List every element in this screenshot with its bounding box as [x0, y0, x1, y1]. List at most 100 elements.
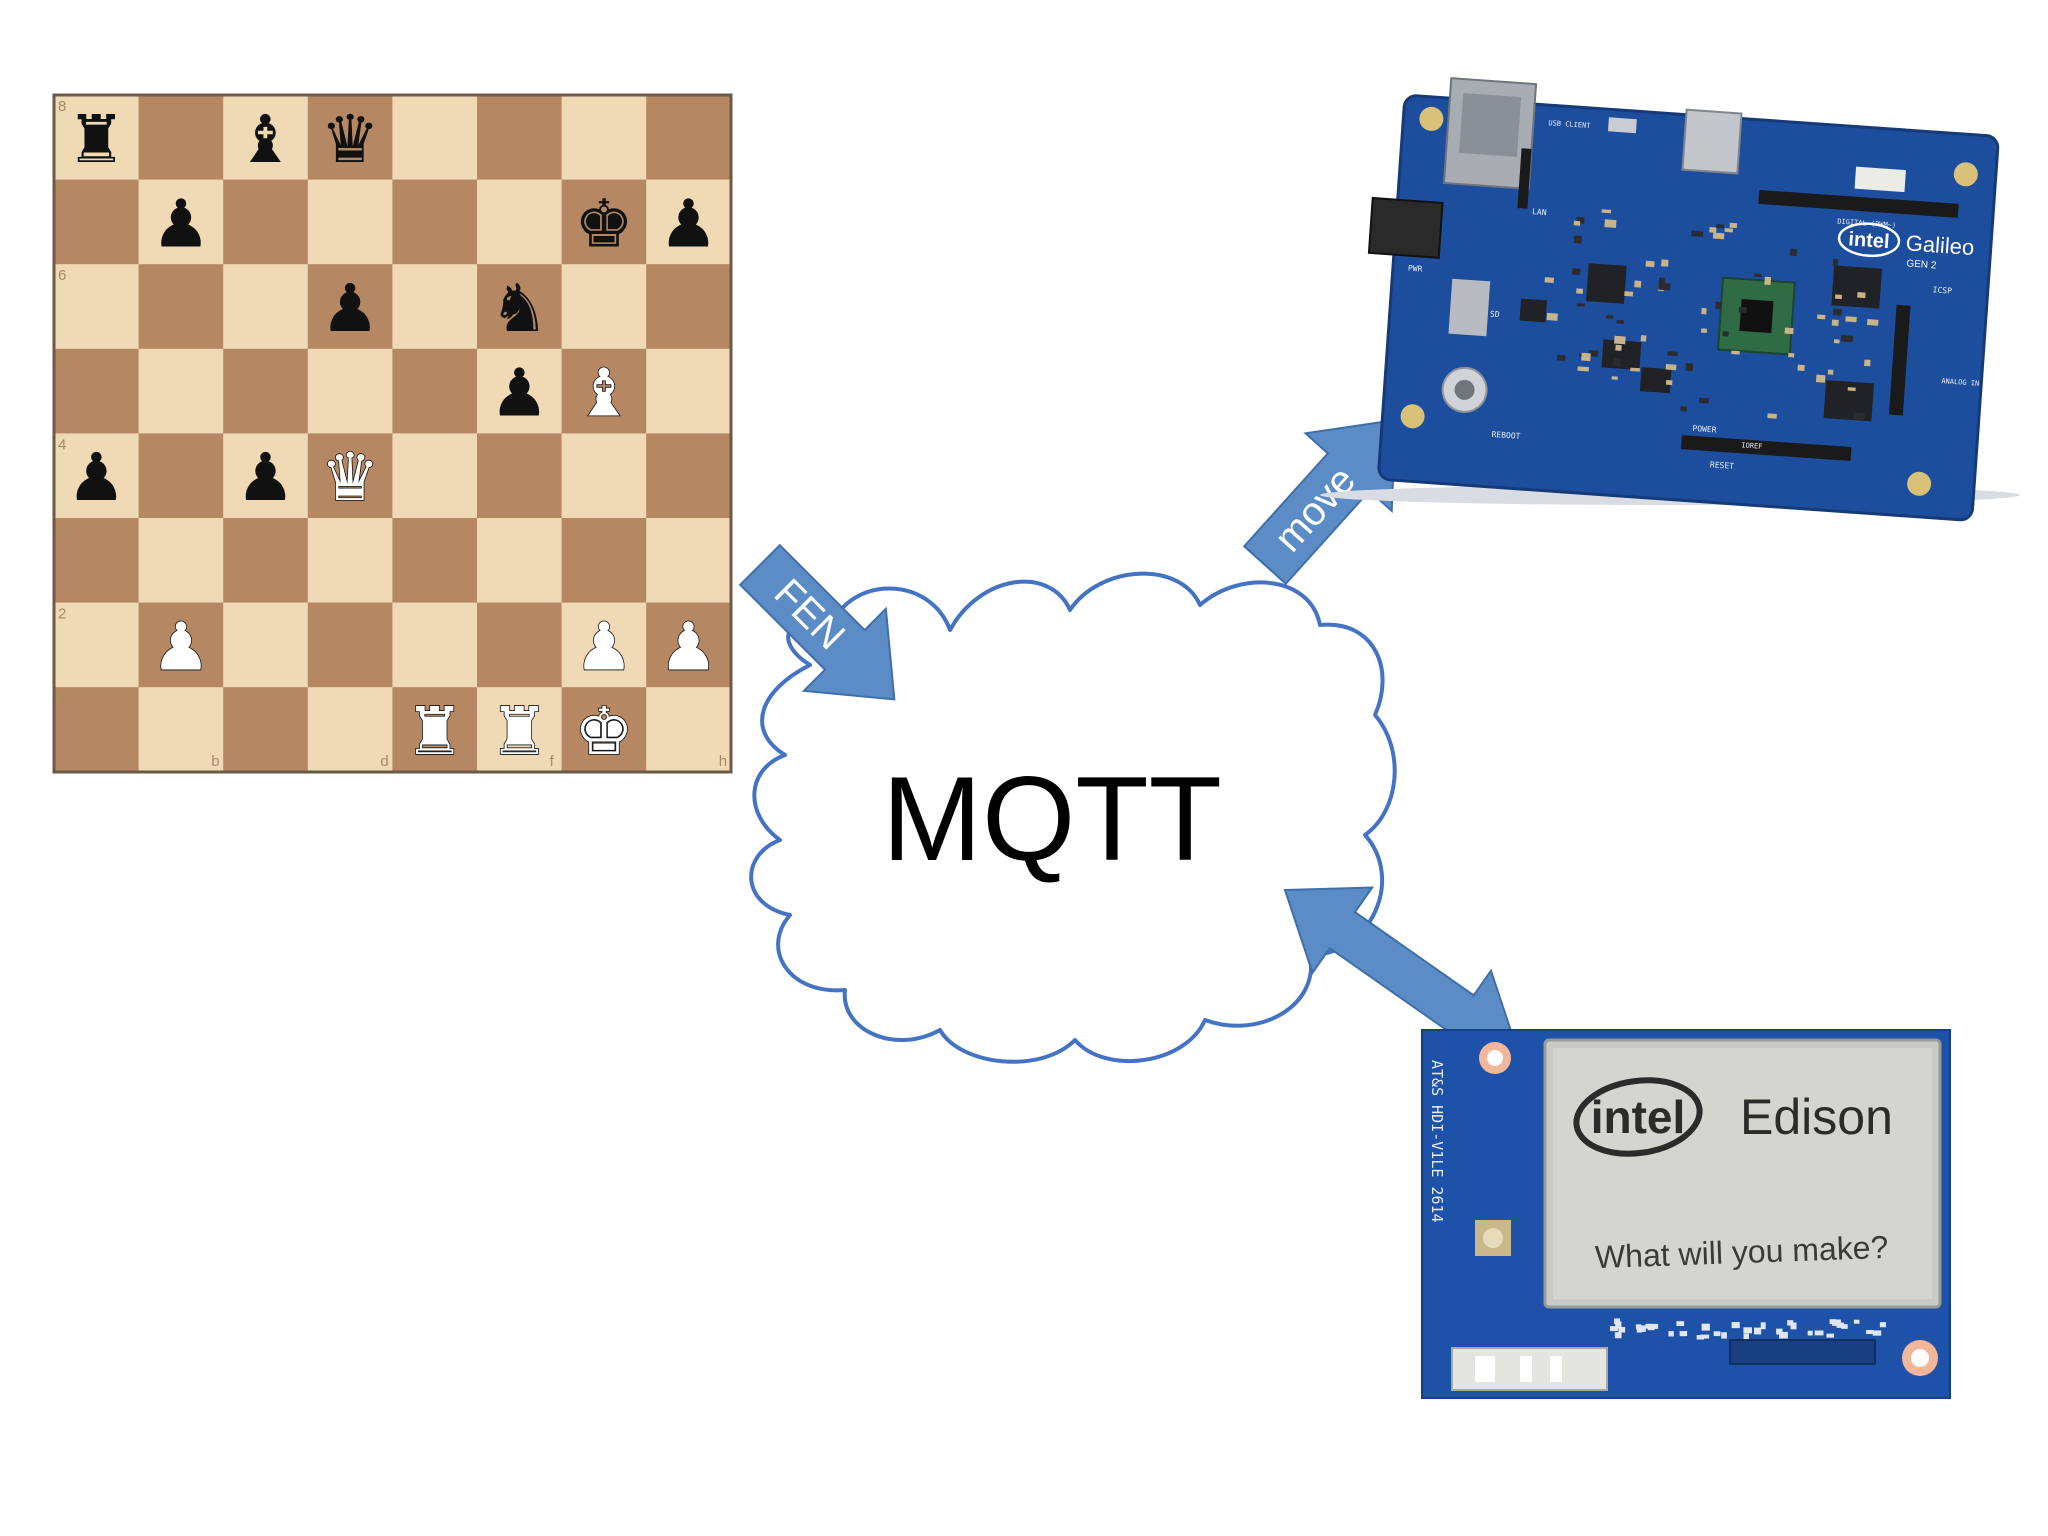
- smd-component: [1754, 273, 1762, 278]
- smd-component: [1767, 413, 1777, 419]
- square-f2: [477, 602, 563, 688]
- square-e2: [392, 602, 478, 688]
- smd-component: [1743, 1327, 1752, 1334]
- square-e5: [392, 348, 478, 434]
- smd-component: [1832, 258, 1839, 267]
- silk-analog: ANALOG IN: [1941, 377, 1979, 388]
- smd-component: [1645, 260, 1655, 268]
- smd-component: [1556, 354, 1566, 361]
- square-b3: [138, 518, 224, 604]
- micro-usb-port: [1607, 117, 1637, 134]
- white-queen-d4: ♛: [321, 439, 380, 516]
- smd-component: [1879, 1322, 1887, 1328]
- smd-component: [1833, 308, 1842, 316]
- square-f4: [477, 433, 563, 519]
- square-g4: [561, 433, 647, 519]
- smd-component: [1853, 412, 1865, 420]
- rank-label-1: 1: [58, 690, 66, 707]
- galileo-intel-logo: intel: [1848, 228, 1891, 253]
- header-digital: [1758, 189, 1959, 218]
- smd-component: [1845, 316, 1857, 323]
- square-c1: [223, 687, 309, 773]
- galileo-intel-logo-swoosh: [1837, 222, 1901, 258]
- edison-module-image: AT&S HDI-V1LE 2614 intel Edison What wil…: [1421, 1029, 1951, 1399]
- smd-component: [1572, 268, 1581, 276]
- square-e7: [392, 179, 478, 265]
- smd-component: [1731, 1322, 1740, 1329]
- white-pawn-g2: ♟: [574, 608, 633, 685]
- smd-component: [1847, 387, 1856, 392]
- file-label-f: f: [550, 753, 555, 770]
- black-bishop-c8: ♝: [236, 101, 295, 178]
- smd-component: [1701, 1323, 1710, 1331]
- square-h1: [646, 687, 732, 773]
- smd-component: [1797, 364, 1805, 372]
- smd-component: [1841, 1324, 1848, 1329]
- smd-component: [1760, 1322, 1766, 1330]
- silk-icsp: ICSP: [1932, 285, 1952, 295]
- square-f5: [477, 348, 563, 434]
- smd-component: [1754, 1327, 1762, 1335]
- smd-component: [1665, 379, 1673, 386]
- smd-component: [1624, 291, 1634, 297]
- mount-hole: [1953, 162, 1978, 187]
- file-label-a: a: [127, 753, 136, 770]
- square-g7: [561, 179, 647, 265]
- smd-component: [1789, 248, 1798, 256]
- smd-component: [1764, 276, 1772, 286]
- square-g5: [561, 348, 647, 434]
- square-h4: [646, 433, 732, 519]
- rank-label-5: 5: [58, 352, 66, 369]
- rank-label-8: 8: [58, 98, 66, 115]
- square-c3: [223, 518, 309, 604]
- square-c7: [223, 179, 309, 265]
- smd-component: [1826, 1333, 1835, 1338]
- square-c5: [223, 348, 309, 434]
- smd-component: [1576, 288, 1584, 294]
- white-pawn-h2: ♟: [659, 608, 718, 685]
- smd-component: [1679, 1331, 1688, 1337]
- smd-component: [1636, 1326, 1642, 1333]
- rank-label-2: 2: [58, 606, 66, 623]
- smd-component: [1832, 1319, 1841, 1326]
- smd-component: [1658, 282, 1671, 291]
- smd-component: [1866, 1329, 1874, 1335]
- smd-component: [1696, 1335, 1705, 1340]
- smd-component: [1721, 1332, 1727, 1339]
- smd-component: [1573, 220, 1581, 226]
- smd-component: [1716, 224, 1725, 229]
- smd-component: [1668, 1331, 1674, 1337]
- file-label-c: c: [296, 753, 304, 770]
- black-knight-f6: ♞: [490, 270, 549, 347]
- soc-die: [1739, 298, 1774, 334]
- mqtt-cloud: MQTT: [749, 571, 1397, 1064]
- antenna-connector-center: [1483, 1228, 1503, 1248]
- smd-component: [1866, 319, 1879, 326]
- square-a4: [54, 433, 140, 519]
- silk-lan: LAN: [1532, 207, 1547, 217]
- smd-component: [1546, 312, 1558, 321]
- smd-component: [1817, 314, 1826, 320]
- smd-component: [1588, 349, 1599, 357]
- smd-component: [1815, 374, 1826, 383]
- square-f8: [477, 95, 563, 181]
- square-h8: [646, 95, 732, 181]
- smd-component: [1738, 306, 1747, 313]
- square-b5: [138, 348, 224, 434]
- smd-component: [1743, 1333, 1749, 1340]
- square-a3: [54, 518, 140, 604]
- usb-port: [1681, 108, 1743, 175]
- square-a5: [54, 348, 140, 434]
- rank-label-4: 4: [58, 436, 66, 453]
- smd-component: [1840, 335, 1854, 343]
- square-a2: [54, 602, 140, 688]
- smd-component: [1614, 1318, 1621, 1325]
- square-d8: [307, 95, 393, 181]
- smd-component: [1640, 335, 1647, 342]
- smd-component: [1698, 397, 1709, 404]
- square-d6: [307, 264, 393, 350]
- square-a8: [54, 95, 140, 181]
- chip-antenna-segment: [1475, 1356, 1495, 1382]
- header-power: [1680, 435, 1852, 461]
- silk-reboot: REBOOT: [1491, 430, 1521, 441]
